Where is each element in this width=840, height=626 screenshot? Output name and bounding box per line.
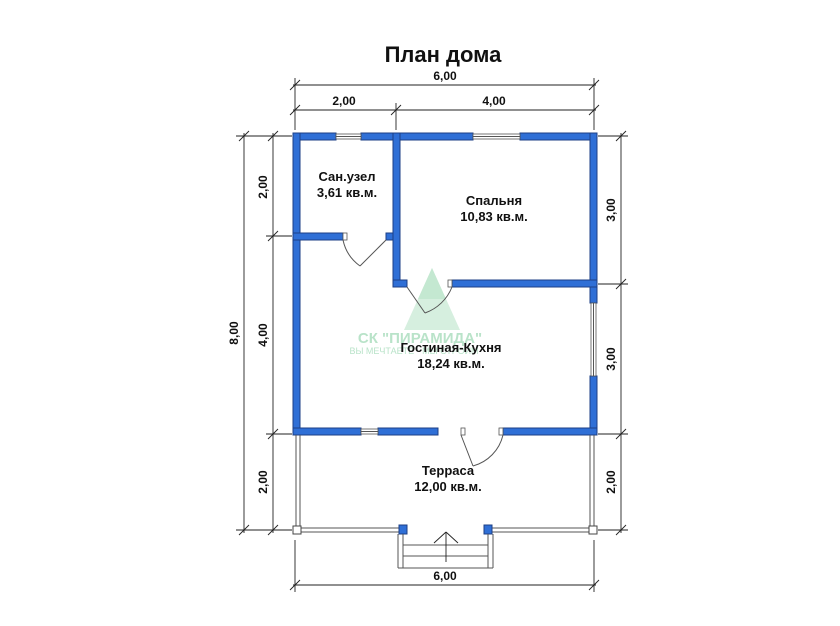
plan-title: План дома xyxy=(385,42,503,67)
wall xyxy=(360,132,474,141)
post xyxy=(292,525,302,535)
dimension-top-split: 2,00 4,00 xyxy=(289,94,600,130)
room-name: Спальня xyxy=(466,193,522,208)
watermark-tagline: ВЫ МЕЧТАЕТЕ - МЫ СТРОИМ xyxy=(349,346,478,356)
post xyxy=(588,525,598,535)
room-area: 10,83 кв.м. xyxy=(460,209,527,224)
dimension-label: 4,00 xyxy=(482,94,506,108)
dimension-label: 3,00 xyxy=(604,198,618,222)
dimension-label: 2,00 xyxy=(256,175,270,199)
wall xyxy=(292,232,344,241)
wall xyxy=(292,427,362,436)
doors xyxy=(342,232,504,467)
dimension-label: 3,00 xyxy=(604,347,618,371)
wall xyxy=(589,132,598,304)
watermark-logo: СК "ПИРАМИДА" ВЫ МЕЧТАЕТЕ - МЫ СТРОИМ xyxy=(349,268,482,356)
entry-steps xyxy=(397,531,494,569)
dimension-label: 8,00 xyxy=(227,321,241,345)
dimension-left-split: 2,00 4,00 2,00 xyxy=(256,130,292,536)
dimension-top-total: 6,00 xyxy=(289,69,600,130)
room-bedroom: Спальня 10,83 кв.м. xyxy=(460,193,527,224)
watermark-brand: СК "ПИРАМИДА" xyxy=(358,330,482,347)
wall xyxy=(451,279,598,288)
dimension-bottom-total: 6,00 xyxy=(289,540,600,592)
wall xyxy=(392,279,408,288)
room-area: 3,61 кв.м. xyxy=(317,185,377,200)
door-bedroom xyxy=(406,279,453,314)
dimension-label: 4,00 xyxy=(256,323,270,347)
dimension-label: 6,00 xyxy=(433,69,457,83)
dimension-left-total: 8,00 xyxy=(227,130,292,536)
post xyxy=(398,524,408,535)
room-name: Сан.узел xyxy=(318,169,375,184)
dimension-label: 6,00 xyxy=(433,569,457,583)
wall xyxy=(519,132,598,141)
door-entrance xyxy=(460,427,504,467)
arrow-up-icon xyxy=(433,531,459,562)
wall xyxy=(292,132,301,436)
terrace-railing xyxy=(292,435,598,535)
dimension-right-split: 3,00 3,00 2,00 xyxy=(598,130,628,536)
room-name: Терраса xyxy=(422,463,475,478)
dimension-label: 2,00 xyxy=(604,470,618,494)
room-terrace: Терраса 12,00 кв.м. xyxy=(414,463,481,494)
windows xyxy=(335,133,597,435)
dimension-label: 2,00 xyxy=(256,470,270,494)
wall xyxy=(392,132,401,288)
room-area: 18,24 кв.м. xyxy=(417,356,484,371)
room-living-kitchen: Гостиная-Кухня 18,24 кв.м. xyxy=(400,340,501,371)
post xyxy=(483,524,493,535)
wall xyxy=(377,427,439,436)
dimension-label: 2,00 xyxy=(332,94,356,108)
wall xyxy=(589,375,598,436)
room-area: 12,00 кв.м. xyxy=(414,479,481,494)
door-bathroom xyxy=(342,232,387,267)
room-bathroom: Сан.узел 3,61 кв.м. xyxy=(317,169,377,200)
room-name: Гостиная-Кухня xyxy=(400,340,501,355)
walls xyxy=(292,132,598,436)
wall xyxy=(502,427,598,436)
